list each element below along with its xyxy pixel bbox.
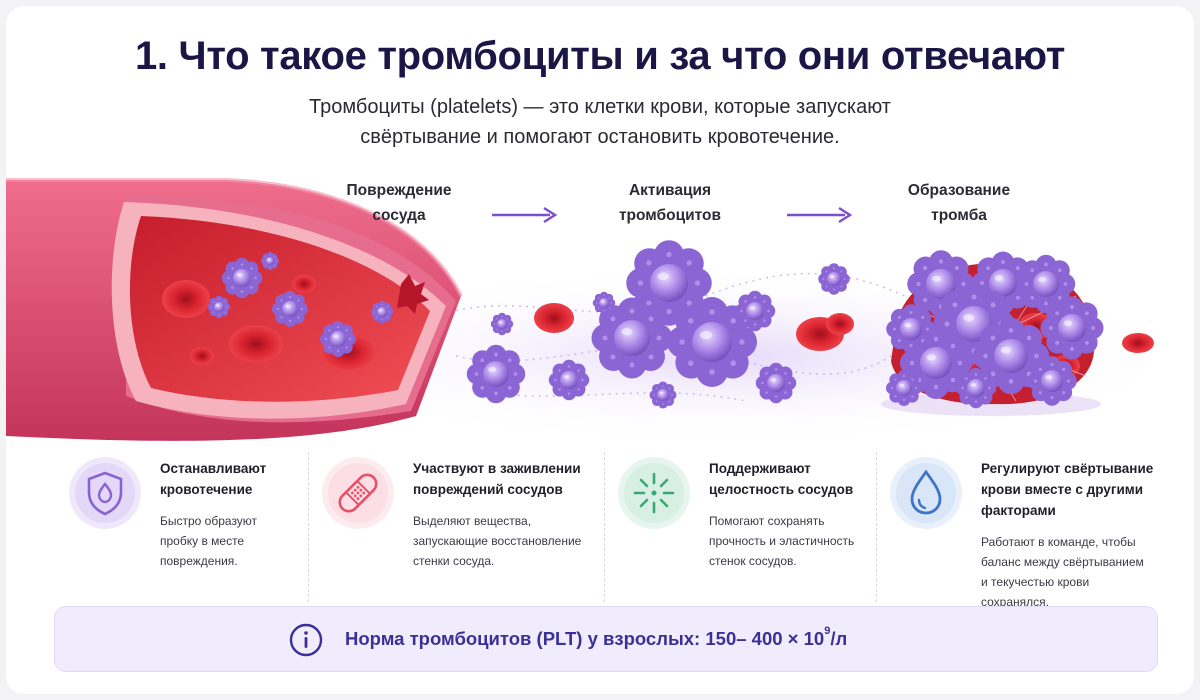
norm-exponent: 9 xyxy=(824,625,831,637)
feature-title: Останавливают кровотечение xyxy=(160,461,267,497)
feature-vessel-integrity: Поддерживают целостность сосудов Помогаю… xyxy=(604,452,876,602)
water-drop-icon xyxy=(890,457,962,529)
subtitle-line-1: Тромбоциты (platelets) — это клетки кров… xyxy=(309,96,891,118)
page-subtitle: Тромбоциты (platelets) — это клетки кров… xyxy=(6,92,1194,152)
infographic-card: 1. Что такое тромбоциты и за что они отв… xyxy=(6,6,1194,694)
feature-description: Быстро образуют пробку в месте поврежден… xyxy=(160,514,258,568)
step-label-platelet-activation: Активация тромбоцитов xyxy=(618,182,722,224)
feature-title: Поддерживают целостность сосудов xyxy=(709,461,854,497)
activated-platelets xyxy=(475,252,854,405)
info-icon xyxy=(289,623,323,657)
features-row: Останавливают кровотечение Быстро образу… xyxy=(56,452,1160,609)
bandage-icon xyxy=(322,457,394,529)
feature-description: Работают в команде, чтобы баланс между с… xyxy=(981,535,1144,609)
burst-icon xyxy=(618,457,690,529)
blood-vessel xyxy=(6,178,463,441)
feature-title: Регулируют свёртывание крови вместе с др… xyxy=(981,461,1154,518)
feature-title: Участвуют в заживлении повреждений сосуд… xyxy=(413,461,581,497)
feature-stop-bleeding: Останавливают кровотечение Быстро образу… xyxy=(56,452,308,602)
feature-clotting-regulation: Регулируют свёртывание крови вместе с др… xyxy=(876,452,1160,609)
blood-clot xyxy=(881,259,1154,416)
subtitle-line-2: свёртывание и помогают остановить кровот… xyxy=(360,126,840,148)
feature-description: Помогают сохранять прочность и эластично… xyxy=(709,514,855,568)
clotting-process-illustration xyxy=(6,178,1194,446)
step-arrow-1 xyxy=(492,206,558,224)
platelet-norm-banner: Норма тромбоцитов (PLT) у взрослых: 150–… xyxy=(54,606,1158,672)
step-arrow-2 xyxy=(787,206,853,224)
page-title: 1. Что такое тромбоциты и за что они отв… xyxy=(134,34,1066,78)
step-label-vessel-damage: Повреждение сосуда xyxy=(346,182,452,224)
feature-description: Выделяют вещества, запускающие восстанов… xyxy=(413,514,582,568)
feature-vessel-healing: Участвуют в заживлении повреждений сосуд… xyxy=(308,452,604,602)
shield-drop-icon xyxy=(69,457,141,529)
step-label-clot-formation: Образование тромба xyxy=(907,182,1011,224)
platelet-norm-text: Норма тромбоцитов (PLT) у взрослых: 150–… xyxy=(345,625,848,649)
